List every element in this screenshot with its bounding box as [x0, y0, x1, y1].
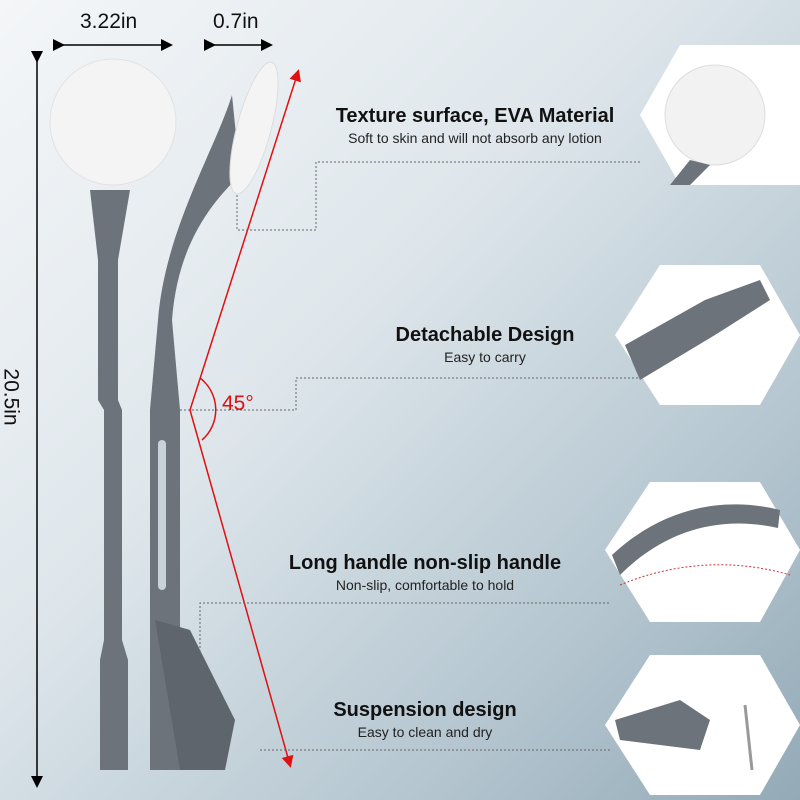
front-pad	[49, 58, 177, 186]
feature-detachable: Detachable Design Easy to carry	[340, 324, 630, 365]
angle-label: 45°	[222, 392, 254, 415]
feature-subtitle: Soft to skin and will not absorb any lot…	[348, 130, 602, 146]
front-handle	[90, 190, 130, 770]
side-pad	[229, 61, 279, 195]
feature-title: Long handle non-slip handle	[288, 552, 562, 574]
angle-arrow-down	[189, 409, 294, 768]
feature-subtitle: Easy to carry	[444, 349, 526, 365]
length-label: 20.5in	[0, 368, 23, 426]
feature-title: Texture surface, EVA Material	[335, 105, 615, 127]
thickness-label: 0.7in	[213, 10, 259, 33]
feature-subtitle: Easy to clean and dry	[357, 724, 493, 740]
feature-title: Suspension design	[333, 699, 517, 721]
feature-handle: Long handle non-slip handle Non-slip, co…	[270, 552, 580, 593]
feature-subtitle: Non-slip, comfortable to hold	[335, 577, 515, 593]
feature-title: Detachable Design	[395, 324, 575, 346]
feature-texture: Texture surface, EVA Material Soft to sk…	[320, 105, 630, 146]
side-handle	[150, 95, 240, 770]
feature-suspension: Suspension design Easy to clean and dry	[290, 699, 560, 740]
angle-arrow-up	[189, 69, 301, 411]
width-label: 3.22in	[80, 10, 138, 33]
